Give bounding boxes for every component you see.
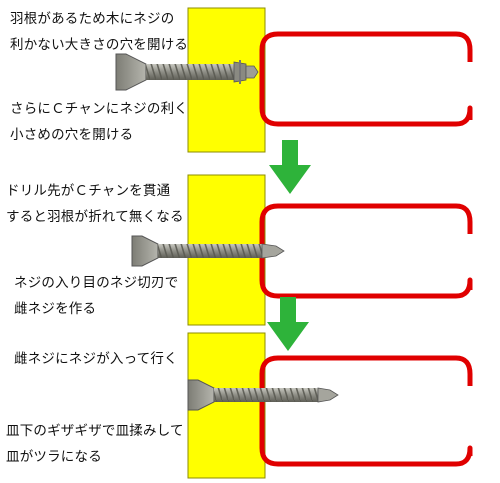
panel-1-caption-bottom: さらにＣチャンにネジの利く 小さめの穴を開ける — [10, 96, 188, 148]
caption-line: すると羽根が折れて無くなる — [6, 209, 184, 225]
caption-line: 小さめの穴を開ける — [10, 127, 134, 143]
screw-icon-2 — [131, 235, 285, 267]
caption-line: 羽根があるため木にネジの — [10, 11, 175, 27]
down-arrow-icon-2 — [267, 297, 309, 351]
c-channel-1 — [259, 31, 473, 127]
screw-icon-1 — [115, 53, 259, 91]
caption-line: 皿下のギザギザで皿揉みして — [6, 423, 184, 439]
panel-3-caption-bottom: 皿下のギザギザで皿揉みして 皿がツラになる — [6, 418, 184, 470]
panel-2-caption-bottom: ネジの入り目のネジ切刃で 雌ネジを作る — [14, 270, 178, 322]
panel-2-caption-top: ドリル先がＣチャンを貫通 すると羽根が折れて無くなる — [6, 178, 184, 230]
down-arrow-icon-1 — [269, 140, 311, 194]
panel-3-caption-top: 雌ネジにネジが入って行く — [14, 346, 178, 372]
caption-line: ドリル先がＣチャンを貫通 — [6, 183, 171, 199]
c-channel-2 — [259, 203, 473, 299]
c-channel-3 — [259, 355, 473, 467]
caption-line: 皿がツラになる — [6, 449, 102, 465]
screw-icon-3 — [187, 379, 339, 411]
caption-line: さらにＣチャンにネジの利く — [10, 101, 188, 117]
caption-line: ネジの入り目のネジ切刃で — [14, 275, 179, 291]
caption-line: 利かない大きさの穴を開ける — [10, 37, 189, 53]
panel-1-caption-top: 羽根があるため木にネジの 利かない大きさの穴を開ける — [10, 6, 188, 58]
caption-line: 雌ネジを作る — [14, 301, 97, 317]
caption-line: 雌ネジにネジが入って行く — [14, 351, 178, 367]
